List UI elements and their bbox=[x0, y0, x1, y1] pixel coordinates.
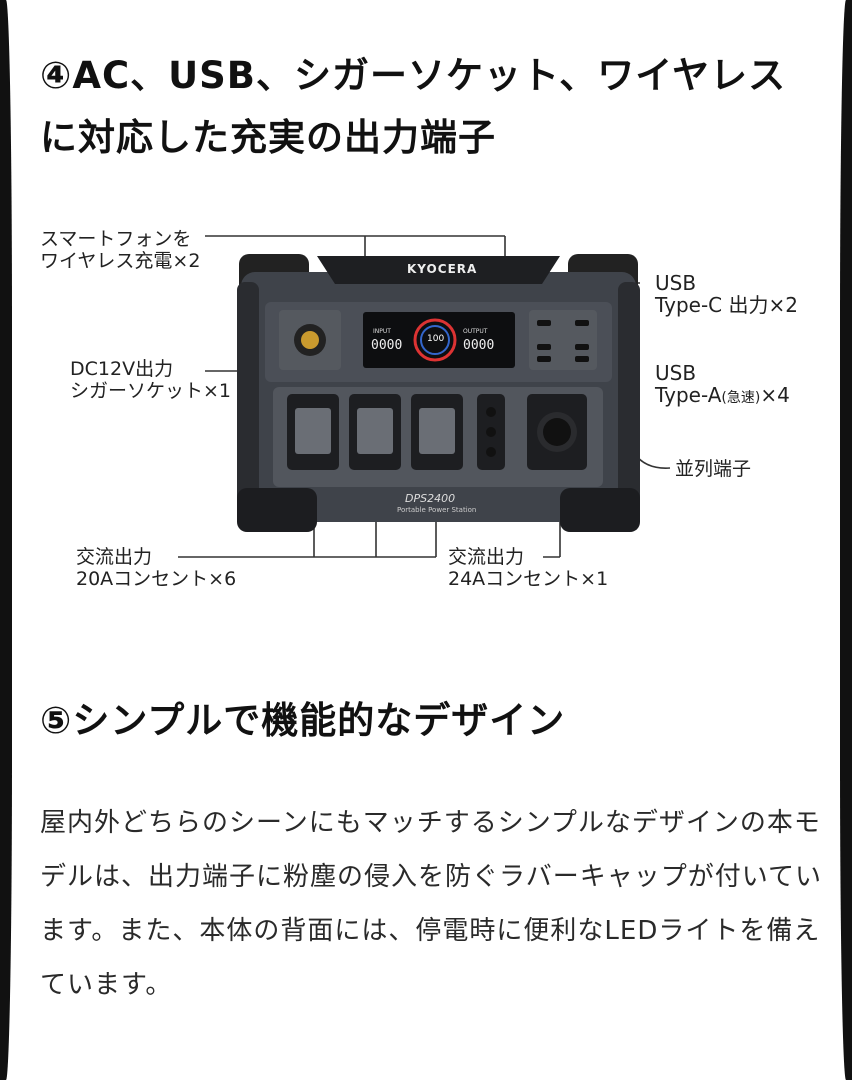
callout-usba-line2: Type-A(急速)×4 bbox=[655, 384, 790, 409]
left-edge-decoration bbox=[0, 0, 12, 1080]
model-name: DPS2400 bbox=[405, 492, 456, 505]
callout-ac-20a: 交流出力 20Aコンセント×6 bbox=[76, 546, 236, 590]
display-input-value: 0000 bbox=[371, 338, 403, 353]
power-station-image: KYOCERA INPUT 0000 100 OUTPUT 0000 DPS24… bbox=[237, 252, 640, 534]
brand-logo: KYOCERA bbox=[407, 262, 478, 276]
callout-usb-a: USB Type-A(急速)×4 bbox=[655, 362, 790, 409]
callout-usba-line1: USB bbox=[655, 361, 697, 385]
callout-ac24-line1: 交流出力 bbox=[448, 546, 525, 568]
section-4-heading: ④AC、USB、シガーソケット、ワイヤレスに対応した充実の出力端子 bbox=[40, 54, 787, 159]
right-edge-decoration bbox=[840, 0, 852, 1080]
callout-usba-type: Type-A bbox=[655, 383, 722, 407]
callout-usb-c: USB Type-C 出力×2 bbox=[655, 272, 798, 316]
model-subtitle: Portable Power Station bbox=[397, 506, 477, 514]
callout-usba-fast: (急速) bbox=[721, 390, 761, 406]
power-station-drawing bbox=[237, 254, 640, 532]
callout-ac20-line2: 20Aコンセント×6 bbox=[76, 568, 237, 590]
section-5-body: 屋内外どちらのシーンにもマッチするシンプルなデザインの本モデルは、出力端子に粉塵… bbox=[40, 808, 822, 1000]
callout-ac24-line2: 24Aコンセント×1 bbox=[448, 568, 609, 590]
callout-ac20-line1: 交流出力 bbox=[76, 546, 153, 568]
callout-ac-24a: 交流出力 24Aコンセント×1 bbox=[448, 546, 608, 590]
callout-wireless-line1: スマートフォンを bbox=[40, 228, 192, 250]
callout-wireless: スマートフォンを ワイヤレス充電×2 bbox=[40, 228, 200, 272]
section-5-heading: ⑤シンプルで機能的なデザイン bbox=[40, 699, 566, 742]
callout-dc-line2: シガーソケット×1 bbox=[70, 380, 232, 402]
callout-wireless-line2: ワイヤレス充電×2 bbox=[40, 250, 201, 272]
display-output-value: 0000 bbox=[463, 338, 495, 353]
callout-parallel: 並列端子 bbox=[675, 458, 752, 480]
callout-usba-count: ×4 bbox=[760, 383, 790, 407]
callout-dc12v: DC12V出力 シガーソケット×1 bbox=[70, 358, 231, 402]
display-input-label: INPUT bbox=[373, 328, 391, 335]
display-output-label: OUTPUT bbox=[463, 328, 488, 335]
callout-usbc-line1: USB bbox=[655, 271, 697, 295]
display-battery-value: 100 bbox=[427, 334, 445, 344]
callout-dc-line1: DC12V出力 bbox=[70, 358, 174, 380]
callout-usbc-line2: Type-C 出力×2 bbox=[655, 293, 798, 317]
